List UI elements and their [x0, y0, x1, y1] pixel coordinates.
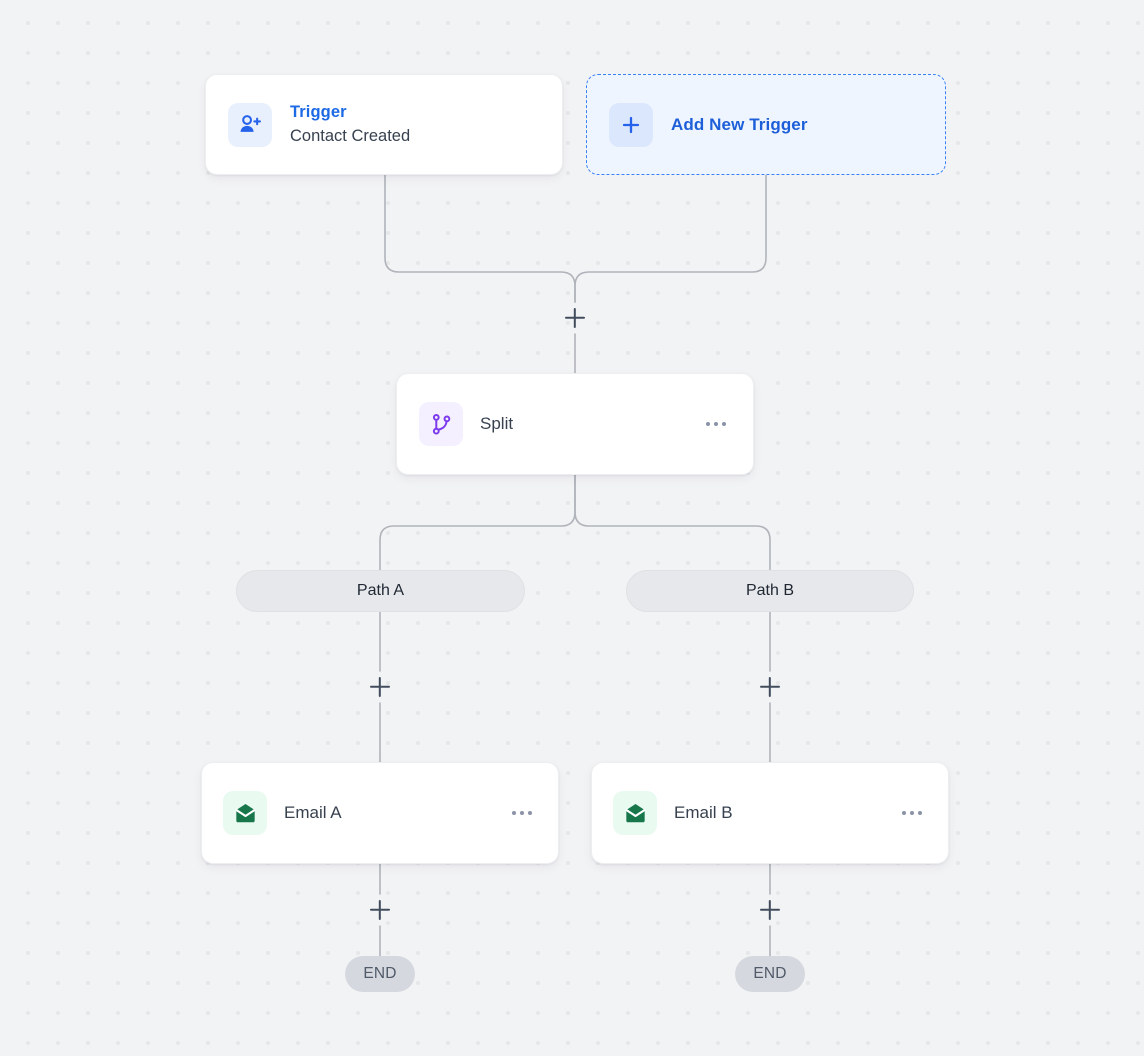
- end-node-b-label: END: [753, 965, 787, 982]
- path-label-b[interactable]: Path B: [626, 570, 914, 612]
- trigger-subtitle: Contact Created: [290, 126, 411, 145]
- path-label-a-text: Path A: [356, 582, 405, 599]
- end-node-b: END: [735, 956, 805, 992]
- email-b-title: Email B: [674, 802, 733, 822]
- add-step-button-after-trigger[interactable]: [561, 304, 589, 332]
- add-step-button-after-email-a[interactable]: [366, 896, 394, 924]
- node-email-b[interactable]: Email B: [591, 762, 949, 864]
- email-a-title: Email A: [284, 802, 342, 822]
- ellipsis-icon[interactable]: [701, 412, 731, 436]
- add-new-trigger-label: Add New Trigger: [671, 114, 808, 134]
- git-branch-icon: [419, 402, 463, 446]
- add-step-button-path-b[interactable]: [756, 673, 784, 701]
- ellipsis-icon[interactable]: [897, 801, 927, 825]
- ellipsis-icon[interactable]: [507, 801, 537, 825]
- plus-icon: [609, 102, 653, 147]
- node-split[interactable]: Split: [396, 373, 754, 475]
- email-a-text: Email A: [284, 802, 490, 824]
- node-trigger[interactable]: Trigger Contact Created: [205, 74, 563, 175]
- path-label-a[interactable]: Path A: [236, 570, 525, 612]
- envelope-icon: [613, 791, 657, 835]
- trigger-kicker: Trigger: [290, 102, 347, 121]
- envelope-icon: [223, 791, 267, 835]
- node-email-a[interactable]: Email A: [201, 762, 559, 864]
- email-b-text: Email B: [674, 802, 880, 824]
- path-label-b-text: Path B: [745, 582, 795, 599]
- add-step-button-path-a[interactable]: [366, 673, 394, 701]
- user-plus-icon: [228, 102, 272, 147]
- split-title: Split: [480, 413, 514, 433]
- end-node-a-label: END: [363, 965, 397, 982]
- end-node-a: END: [345, 956, 415, 992]
- split-text: Split: [480, 413, 684, 435]
- add-step-button-after-email-b[interactable]: [756, 896, 784, 924]
- trigger-text: Trigger Contact Created: [290, 101, 540, 149]
- add-new-trigger-button[interactable]: Add New Trigger: [586, 74, 946, 175]
